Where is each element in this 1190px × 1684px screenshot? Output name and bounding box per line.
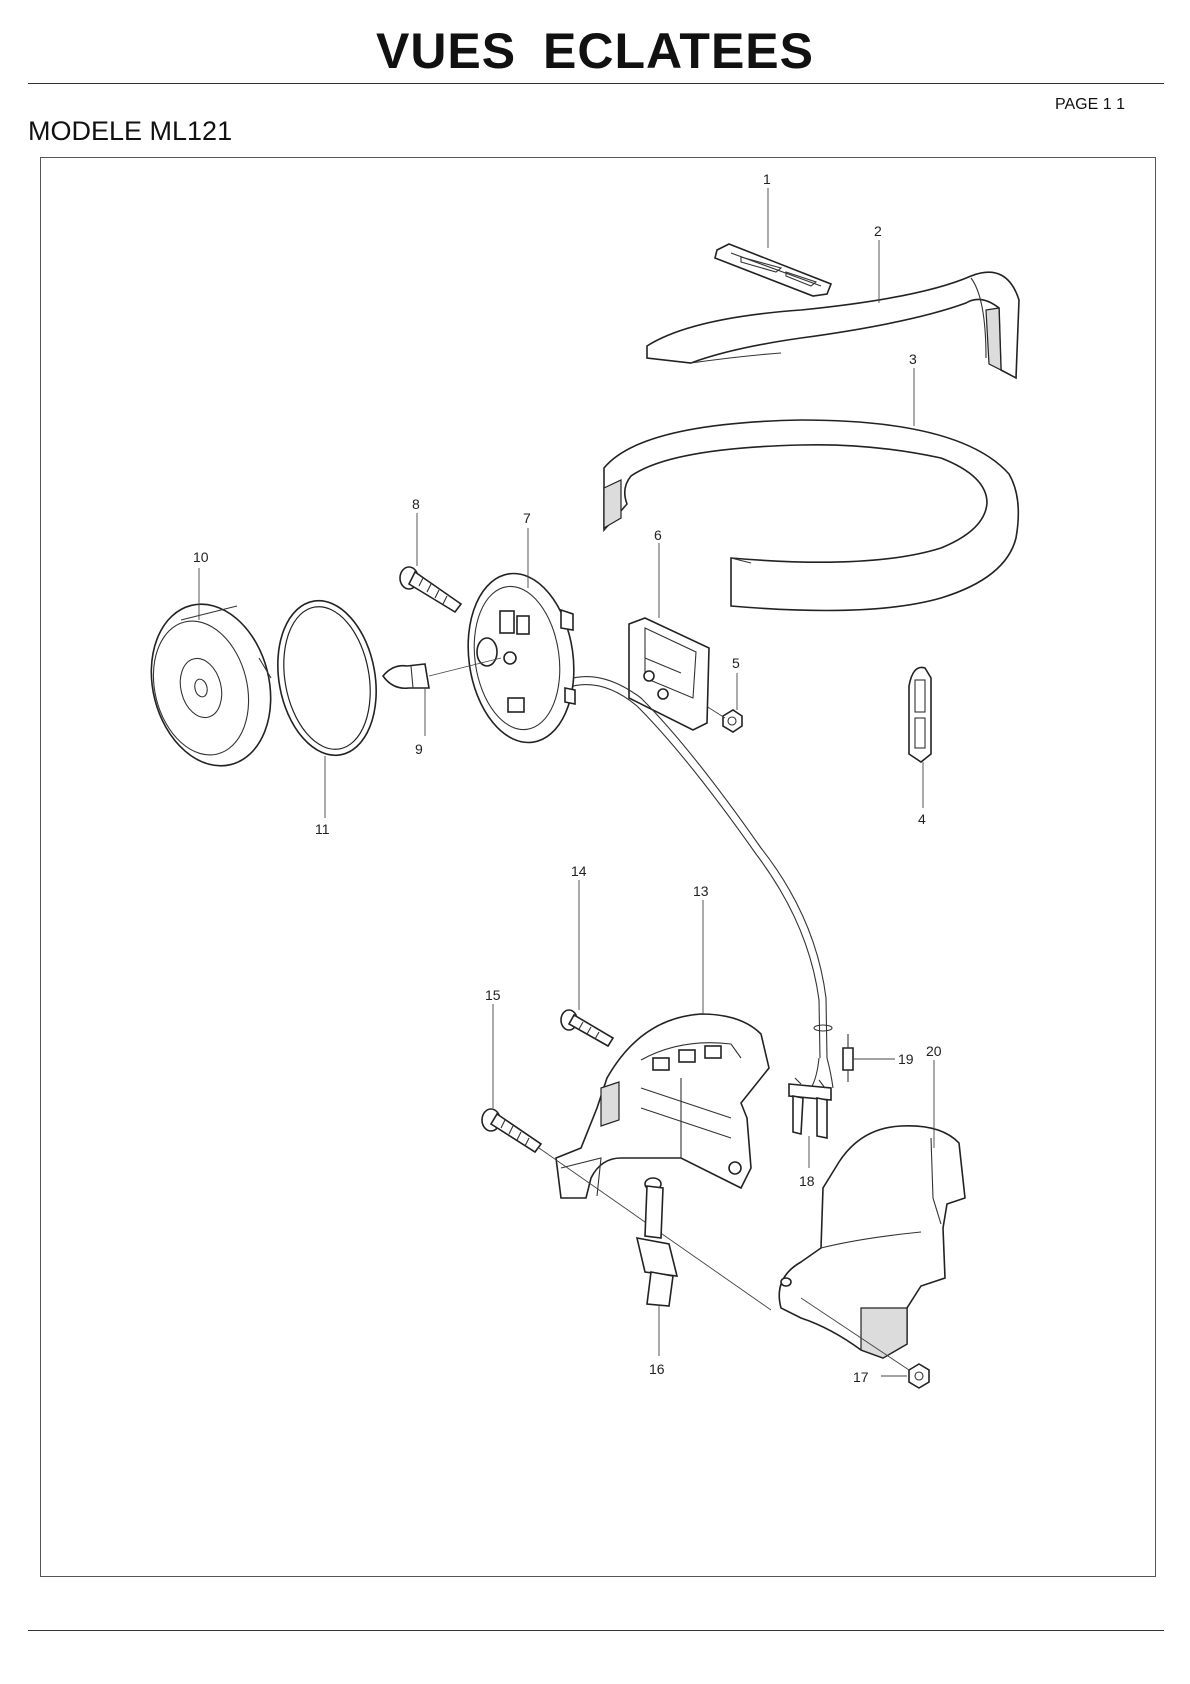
part-8-screw: [399, 566, 463, 614]
part-13-switch-housing: [555, 1013, 770, 1199]
part-11-bulb: [381, 663, 430, 690]
part-10-oring: [277, 599, 377, 757]
callout-19: 18: [799, 1173, 815, 1189]
callout-16: 16: [649, 1361, 665, 1377]
callout-17: 17: [853, 1369, 869, 1385]
callout-4: 4: [918, 811, 926, 827]
bottom-rule: [28, 1630, 1164, 1631]
callout-18: 20: [926, 1043, 942, 1059]
part-16-lever: [635, 1177, 679, 1307]
part-17-nut: [908, 1363, 930, 1389]
callout-9: 10: [193, 549, 209, 565]
page-title: VUES ECLATEES: [375, 23, 815, 79]
part-5-nut: [722, 709, 743, 733]
model-label: MODELE ML121: [28, 116, 233, 146]
callout-3: 3: [909, 351, 917, 367]
part-6-bracket: [628, 617, 710, 731]
callout-1: 1: [763, 171, 771, 187]
callout-10: 11: [315, 821, 330, 837]
exploded-view-frame: 1 2 3 4: [40, 157, 1156, 1577]
page-number: PAGE 1 1: [1055, 96, 1125, 113]
callout-15: 15: [485, 987, 501, 1003]
callout-5: 5: [732, 655, 740, 671]
part-9-lens: [150, 603, 272, 767]
callout-6: 6: [654, 527, 662, 543]
part-3-headband: [603, 419, 1020, 612]
exploded-view-diagram: 1 2 3 4: [150, 171, 1020, 1389]
part-18-cover: [778, 1125, 966, 1359]
callout-13: 13: [693, 883, 709, 899]
top-rule: [28, 83, 1164, 84]
part-7-lamp-housing: [467, 572, 576, 744]
callout-11: 9: [415, 741, 423, 757]
part-15-screw: [481, 1108, 543, 1154]
part-2-upper-strap: [646, 271, 1020, 380]
callout-2: 2: [874, 223, 882, 239]
callout-20: 19: [898, 1051, 914, 1067]
callout-14: 14: [571, 863, 587, 879]
part-19-switch-clip: [788, 1077, 832, 1139]
callout-8: 8: [412, 496, 420, 512]
part-20-connector: [842, 1034, 854, 1082]
part-14-screw: [560, 1009, 615, 1048]
part-4-clip: [908, 666, 932, 763]
part-1-buckle: [714, 243, 833, 297]
callout-7: 7: [523, 510, 531, 526]
